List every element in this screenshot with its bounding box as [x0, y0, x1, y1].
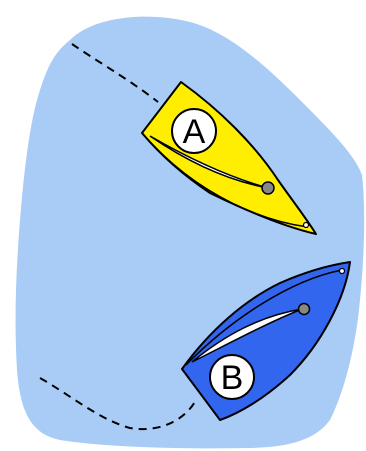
- boat-b-bow-fitting: [338, 267, 346, 275]
- boat-b-mast: [297, 302, 311, 316]
- wake-track-b: [39, 377, 197, 430]
- boat-a-jib-line: [141, 132, 309, 228]
- boat-b-label-badge: [209, 354, 255, 400]
- boat-a-label: A: [183, 113, 206, 151]
- wake-track-a: [71, 43, 159, 103]
- boat-b: B: [181, 261, 351, 421]
- boat-b-jib-line: [185, 269, 343, 366]
- boat-a: A: [141, 81, 317, 235]
- boat-a-mast: [261, 181, 275, 195]
- boat-b-label: B: [221, 359, 244, 397]
- boat-a-stern-fitting: [302, 221, 310, 229]
- boat-a-label-badge: [171, 108, 217, 154]
